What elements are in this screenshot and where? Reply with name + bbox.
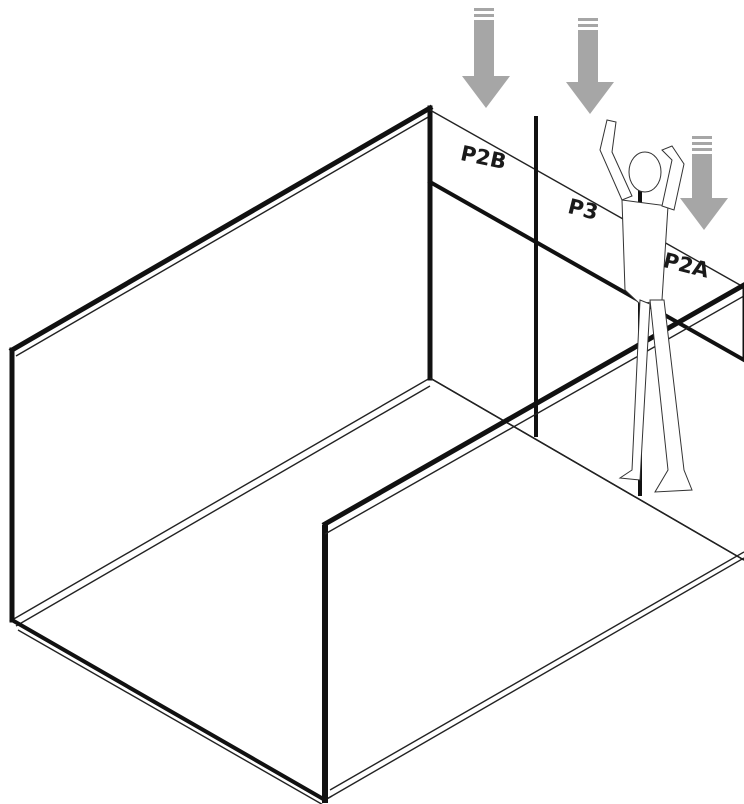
- front-wall: [321, 282, 744, 803]
- down-arrow-icon: [680, 136, 728, 230]
- down-arrow-icon: [462, 8, 510, 108]
- down-arrow-icon: [566, 18, 614, 114]
- panel-label-p2a: P2A: [661, 248, 712, 283]
- panel-label-p2b: P2B: [458, 141, 508, 174]
- left-wall: [8, 104, 434, 803]
- panel-label-p3: P3: [566, 194, 601, 225]
- person-figure: [599, 119, 693, 493]
